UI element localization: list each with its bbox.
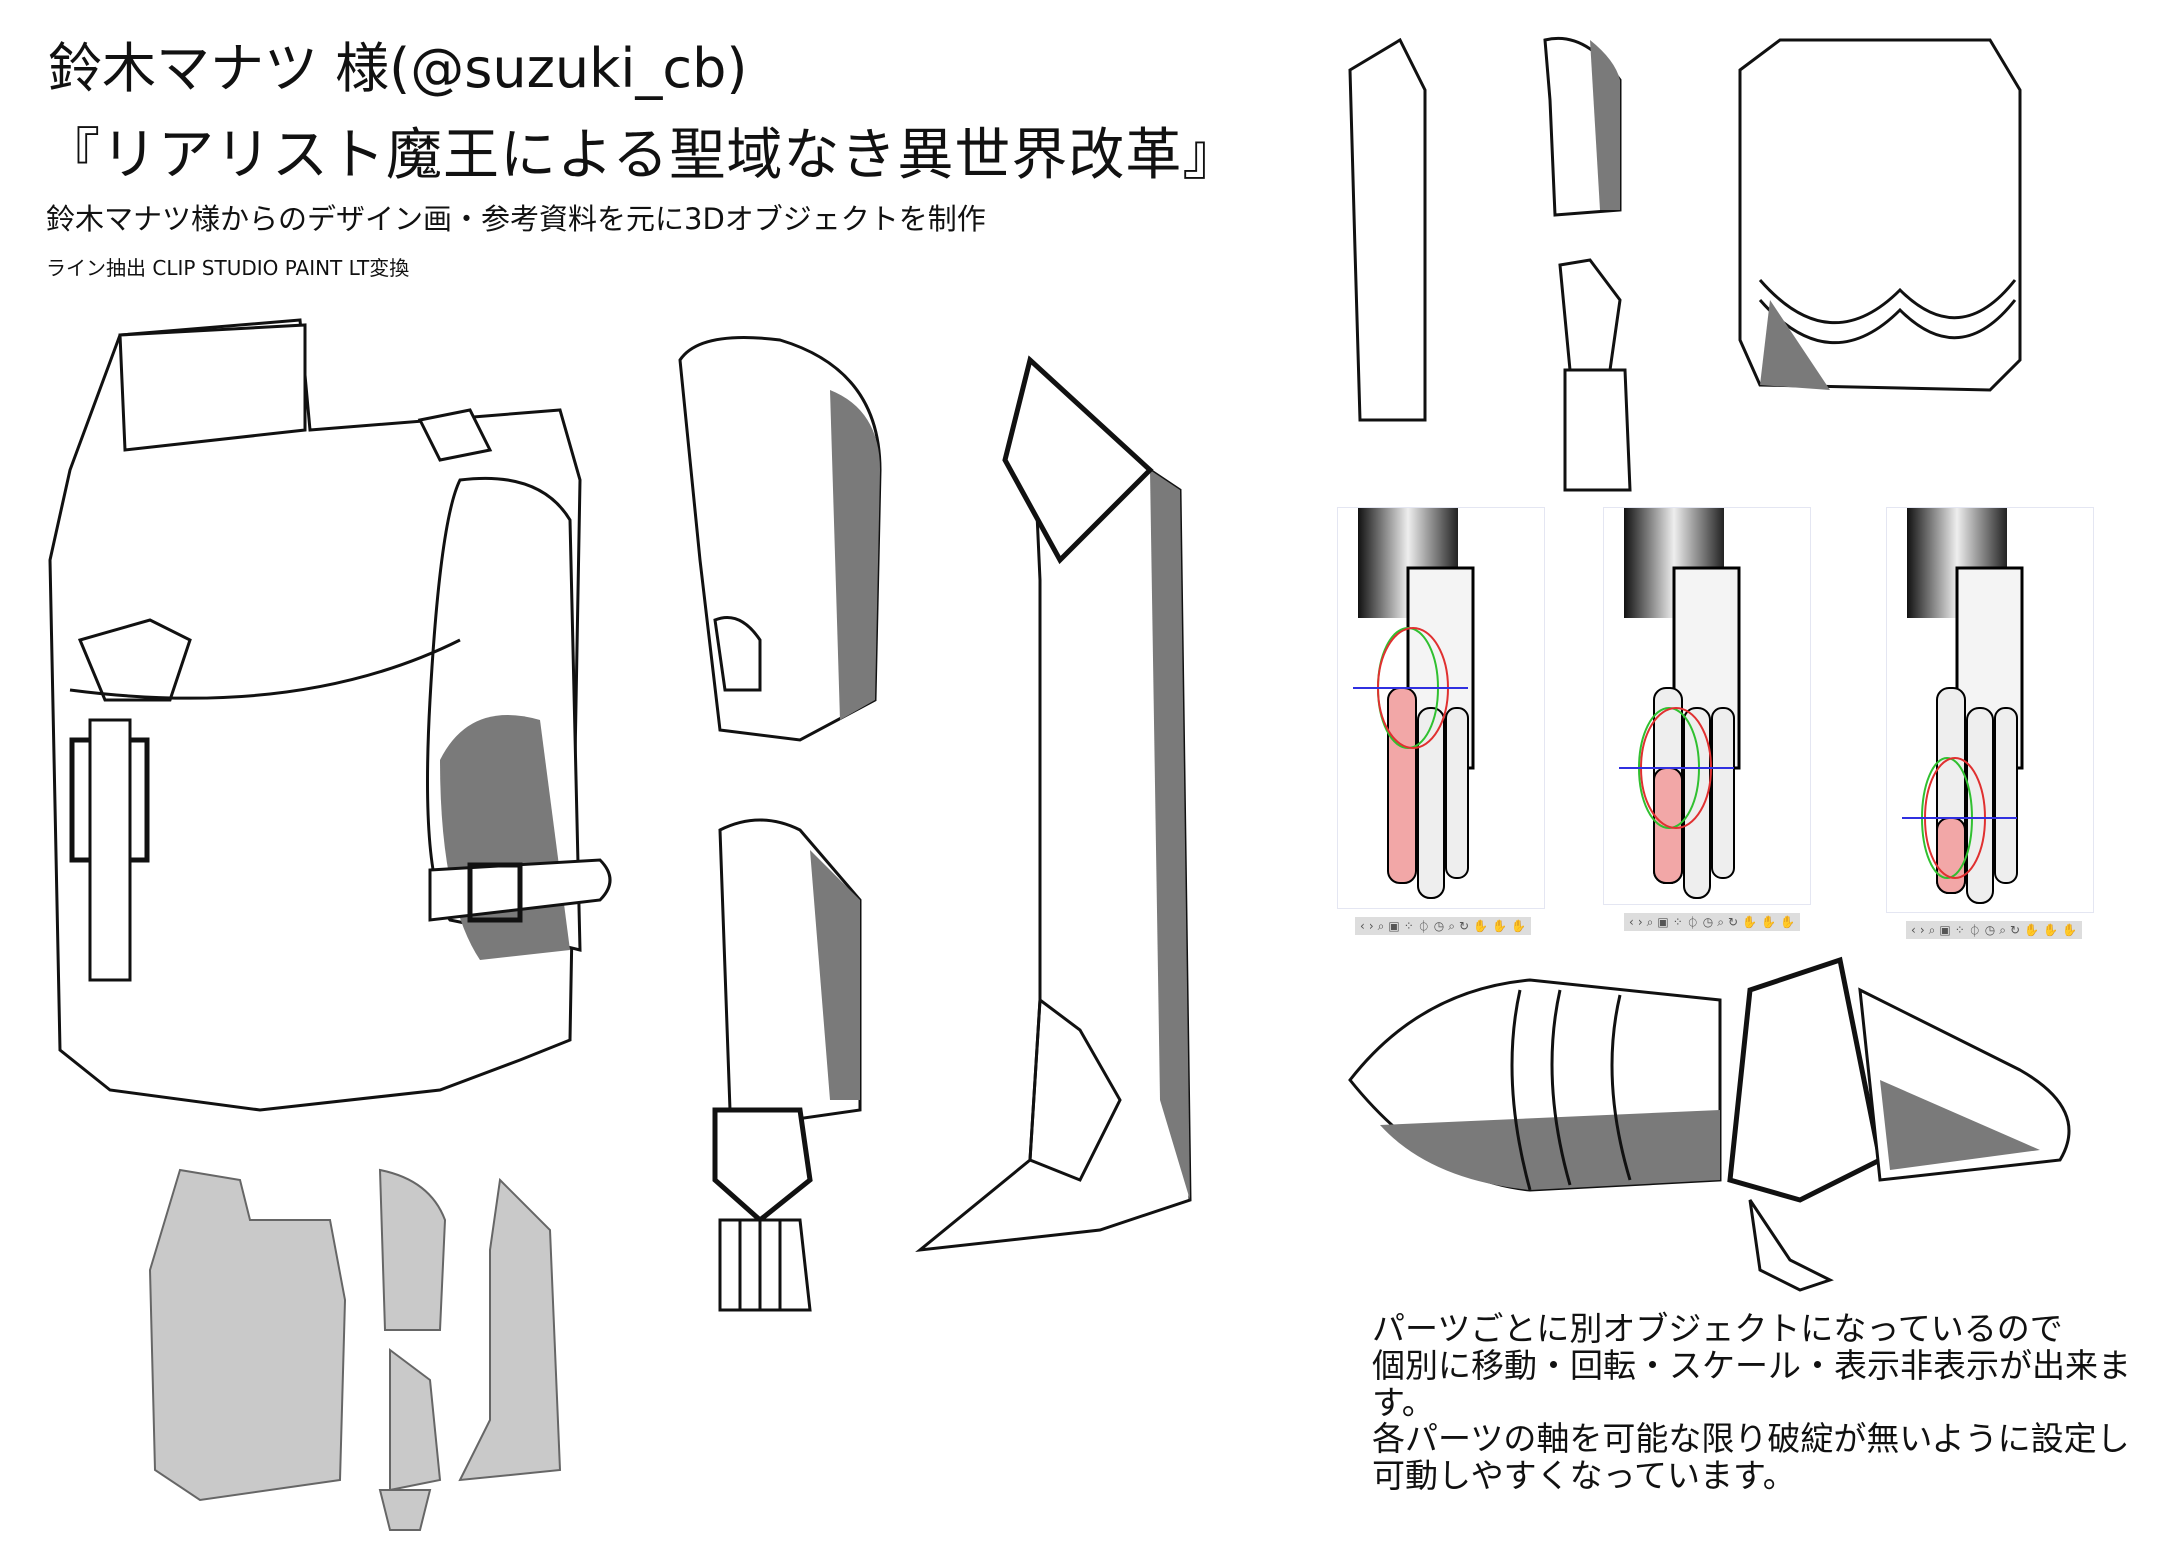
rotate-icon[interactable]: ⏀: [1417, 919, 1430, 934]
time-icon[interactable]: ◷: [1433, 919, 1445, 933]
prev-icon[interactable]: ‹: [1360, 919, 1365, 933]
hand-icon[interactable]: ✋: [1742, 915, 1758, 929]
time-icon[interactable]: ◷: [1984, 923, 1996, 937]
search-icon[interactable]: ⌕: [1717, 914, 1724, 929]
viewer-toolbar[interactable]: ‹›⌕▣⁘⏀◷⌕↻✋✋✋: [1355, 917, 1531, 935]
note-line: 可動しやすくなっています。: [1372, 1456, 1796, 1495]
chest-armor-lineart: [48, 318, 612, 1112]
reset-icon[interactable]: ↻: [1459, 919, 1470, 933]
note-line: 個別に移動・回転・スケール・表示非表示が出来ます。: [1372, 1346, 2131, 1422]
viewer-canvas[interactable]: [1886, 507, 2094, 913]
work-title: 『リアリスト魔王による聖域なき異世界改革』: [44, 123, 1240, 188]
line-extraction-note: ライン抽出 CLIP STUDIO PAINT LT変換: [46, 256, 410, 280]
forearm-lineart: [712, 818, 862, 1312]
viewer-toolbar[interactable]: ‹›⌕▣⁘⏀◷⌕↻✋✋✋: [1624, 913, 1800, 931]
note-axis-setup: 各パーツの軸を可能な限り破綻が無いように設定し 可動しやすくなっています。: [1372, 1420, 2130, 1494]
fit-icon[interactable]: ⁘: [1954, 923, 1965, 937]
hand-render: [1902, 508, 2024, 904]
hand-icon[interactable]: ✋: [1473, 919, 1489, 933]
reset-icon[interactable]: ↻: [1728, 915, 1739, 929]
rotate-icon[interactable]: ⏀: [1686, 915, 1699, 930]
gauntlet-lineart: [1348, 956, 2071, 1292]
camera-icon[interactable]: ▣: [1388, 919, 1400, 933]
hand-icon[interactable]: ✋: [1779, 915, 1795, 929]
hand-icon[interactable]: ✋: [2024, 923, 2040, 937]
next-icon[interactable]: ›: [1637, 915, 1643, 929]
next-icon[interactable]: ›: [1368, 919, 1374, 933]
viewer-toolbar[interactable]: ‹›⌕▣⁘⏀◷⌕↻✋✋✋: [1906, 921, 2082, 939]
next-icon[interactable]: ›: [1919, 923, 1925, 937]
prev-icon[interactable]: ‹: [1911, 923, 1916, 937]
parts-lineart-top-right: [1348, 36, 2022, 492]
viewer-canvas[interactable]: [1603, 507, 1811, 905]
hand-render: [1619, 508, 1741, 899]
camera-icon[interactable]: ▣: [1657, 915, 1669, 929]
zoom-icon[interactable]: ⌕: [1377, 918, 1385, 933]
render-preview: [148, 1168, 562, 1531]
viewer-canvas[interactable]: [1337, 507, 1545, 909]
upper-arm-lineart: [678, 336, 882, 742]
reset-icon[interactable]: ↻: [2010, 923, 2021, 937]
description: 鈴木マナツ様からのデザイン画・参考資料を元に3Dオブジェクトを制作: [46, 202, 986, 236]
hand-render: [1353, 508, 1475, 899]
search-icon[interactable]: ⌕: [1999, 922, 2006, 937]
hand-icon[interactable]: ✋: [2043, 923, 2058, 937]
prev-icon[interactable]: ‹: [1629, 915, 1634, 929]
hand-icon[interactable]: ✋: [1510, 919, 1526, 933]
hand-icon[interactable]: ✋: [1761, 915, 1776, 929]
rotate-icon[interactable]: ⏀: [1968, 923, 1981, 938]
artist-credit: 鈴木マナツ 様(@suzuki_cb): [48, 37, 748, 100]
note-line: 各パーツの軸を可能な限り破綻が無いように設定し: [1372, 1419, 2130, 1458]
note-separate-objects: パーツごとに別オブジェクトになっているので 個別に移動・回転・スケール・表示非表…: [1372, 1310, 2184, 1421]
search-icon[interactable]: ⌕: [1448, 918, 1455, 933]
hand-icon[interactable]: ✋: [1492, 919, 1507, 933]
camera-icon[interactable]: ▣: [1939, 923, 1951, 937]
fit-icon[interactable]: ⁘: [1403, 919, 1414, 933]
note-line: パーツごとに別オブジェクトになっているので: [1372, 1309, 2063, 1348]
zoom-icon[interactable]: ⌕: [1928, 922, 1936, 937]
fit-icon[interactable]: ⁘: [1672, 915, 1683, 929]
hand-icon[interactable]: ✋: [2061, 923, 2077, 937]
greave-lineart: [915, 355, 1192, 1253]
zoom-icon[interactable]: ⌕: [1646, 914, 1654, 929]
time-icon[interactable]: ◷: [1702, 915, 1714, 929]
